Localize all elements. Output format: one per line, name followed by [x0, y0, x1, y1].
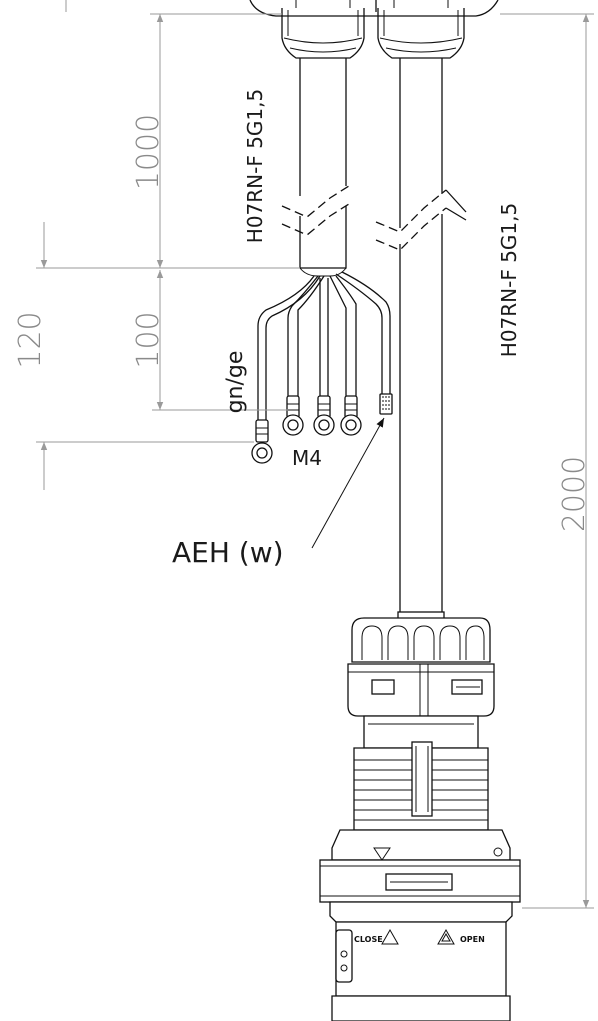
terminal-size-label: M4 — [292, 446, 322, 470]
ring-terminals — [251, 393, 393, 464]
left-cable — [281, 58, 353, 277]
aeh-leader — [311, 417, 385, 549]
dim-1000-label: 1000 — [131, 114, 166, 190]
dim-2000-label: 2000 — [557, 456, 592, 532]
wire-color-label: gn/ge — [223, 351, 248, 414]
connector-plug — [319, 611, 521, 1021]
connector-open-label: OPEN — [460, 935, 485, 944]
dimension-lines — [36, 0, 594, 909]
top-housing — [249, 0, 499, 59]
end-sleeve-label: AEH (w) — [172, 536, 284, 569]
right-cable — [375, 58, 467, 618]
dim-120-label: 120 — [13, 311, 48, 368]
cable-right-label: H07RN-F 5G1,5 — [497, 203, 521, 357]
wire-fan — [257, 271, 391, 420]
dim-100-label: 100 — [131, 311, 166, 368]
cable-left-label: H07RN-F 5G1,5 — [243, 89, 267, 243]
connector-close-label: CLOSE — [354, 935, 383, 944]
